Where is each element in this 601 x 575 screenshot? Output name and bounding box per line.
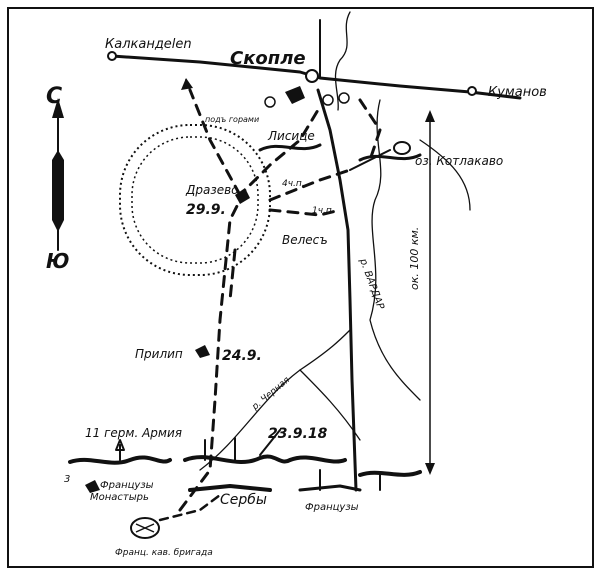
skopje-marker: [305, 69, 319, 83]
city-kumanovo: Куманов: [488, 85, 547, 100]
city-kalkandelen: Калкандelen: [105, 37, 192, 52]
city-skopje: Скопле: [230, 48, 306, 69]
ch4-label: 4ч.п.: [282, 179, 305, 189]
date-front: 23.9.18: [268, 426, 328, 442]
city-lisice: Лисице: [267, 129, 315, 143]
river-vardar-label: р. ВАРДАР: [357, 256, 386, 312]
city-monastir: Монастырь: [90, 492, 149, 503]
lake-label: оз. Котлакаво: [415, 154, 503, 168]
mountain-area: [119, 124, 271, 276]
city-drazevo: Дразево: [185, 183, 239, 197]
lower-route: [158, 493, 222, 522]
date-drazevo: 29.9.: [186, 202, 226, 218]
compass-south-label: Ю: [46, 249, 69, 273]
river-tributary-right: [369, 99, 421, 401]
distance-arrow-top: [425, 110, 435, 122]
settlement-markers: [85, 86, 350, 539]
map-frame: [7, 7, 594, 568]
river-cherna: [199, 329, 351, 471]
river-vardar: [316, 88, 358, 492]
date-prilep: 24.9.: [222, 348, 262, 364]
kalkandelen-marker: [107, 51, 117, 61]
compass-north-label: С: [46, 84, 62, 109]
river-upper: [334, 11, 351, 111]
river-cherna-branch: [299, 369, 361, 441]
river-cherna-label: р. Черная: [250, 375, 293, 413]
lake-kotlakavo: [393, 141, 411, 155]
army-11-label: 11 герм. Армия: [85, 426, 182, 440]
serbs-label: Сербы: [220, 492, 267, 508]
marker-3-label: 3: [64, 474, 70, 485]
pod-gorami-label: подъ горами: [205, 115, 259, 124]
kumanovo-marker: [467, 86, 477, 96]
river-tributary-2: [419, 139, 471, 211]
ch1-label: 1ч.п.: [312, 206, 335, 216]
cav-brigade-label: Франц. кав. бригада: [115, 548, 213, 558]
city-veles: Велесъ: [282, 233, 328, 247]
city-prilep: Прилип: [135, 347, 183, 361]
french-right-label: Французы: [305, 502, 359, 513]
distance-arrow-bottom: [425, 463, 435, 475]
compass-icon: [52, 98, 64, 251]
french-left-label: Французы: [100, 480, 154, 491]
distance-label: ок. 100 км.: [408, 227, 421, 290]
mountain-area-inner: [131, 136, 259, 264]
front-lines: [68, 143, 422, 492]
